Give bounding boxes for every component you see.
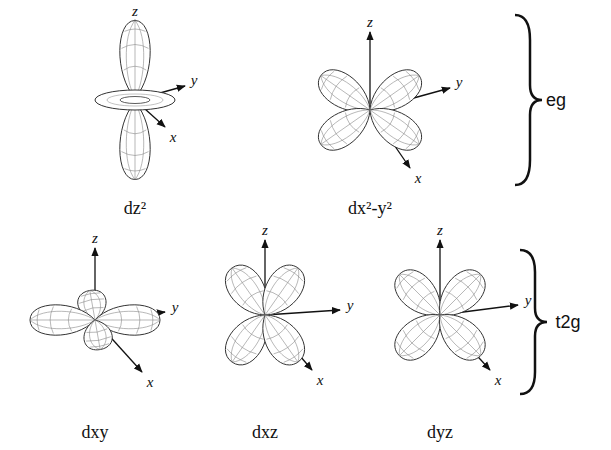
- axis-label: z: [367, 15, 373, 30]
- axis-label: x: [495, 373, 502, 388]
- axis-label: y: [191, 73, 198, 88]
- axis-label: z: [437, 223, 443, 238]
- axis-label: z: [262, 223, 268, 238]
- axis-label: x: [415, 171, 422, 186]
- axis-label: z: [132, 3, 138, 18]
- axis-label: x: [147, 375, 154, 390]
- axis-label: y: [525, 293, 532, 308]
- orbital-label: dx²-y²: [348, 199, 392, 217]
- orbital-label: dxy: [82, 423, 109, 441]
- axis-label: z: [92, 231, 98, 246]
- axis-label: x: [317, 373, 324, 388]
- orbital-label: dxz: [252, 423, 278, 441]
- axis-label: x: [170, 130, 177, 145]
- orbital-label: dz²: [124, 199, 146, 217]
- axis-label: y: [172, 300, 179, 315]
- axis-label: y: [347, 298, 354, 313]
- axis-label: y: [456, 75, 463, 90]
- group-label: eg: [546, 91, 566, 109]
- orbital-label: dyz: [427, 423, 453, 441]
- group-label: t2g: [555, 313, 580, 331]
